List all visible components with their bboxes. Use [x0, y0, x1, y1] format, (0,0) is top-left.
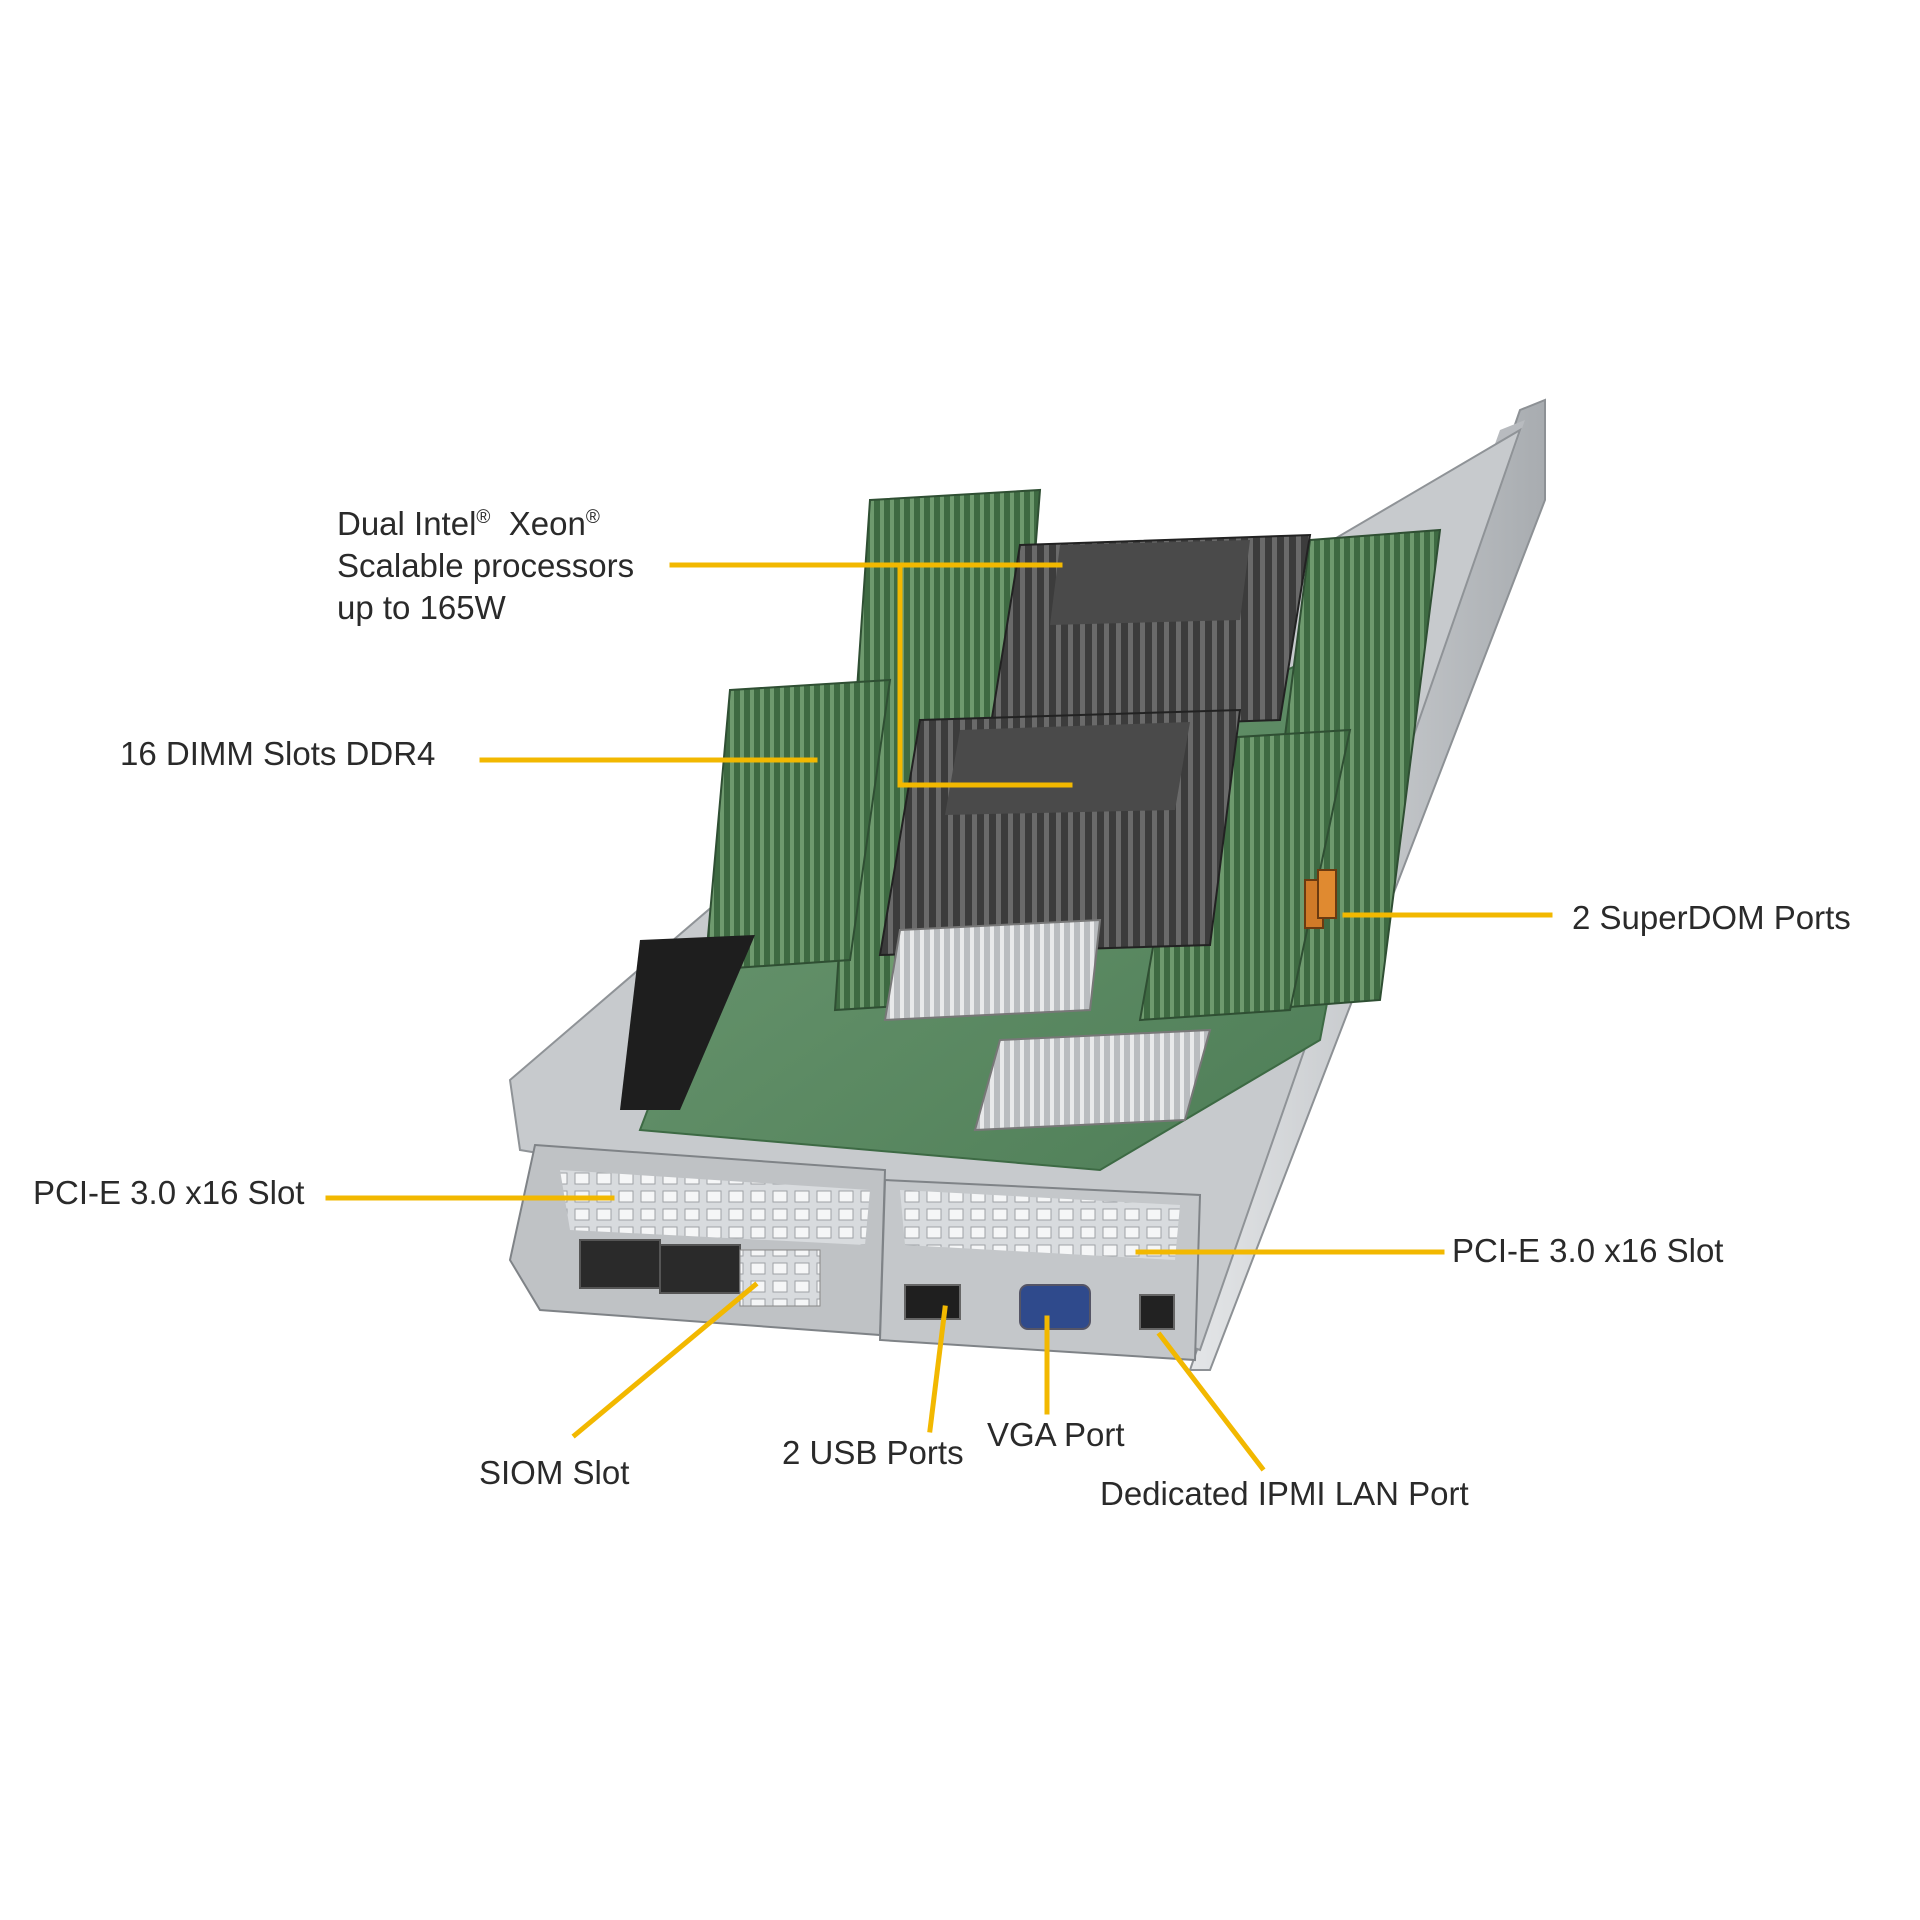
leader-siom — [571, 1281, 759, 1439]
registered-mark-xeon: ® — [585, 507, 600, 528]
cpu-text-intel: Dual Intel — [337, 505, 477, 542]
pcie-riser-slot — [620, 935, 755, 1110]
cpu-heatsink-rear — [988, 533, 1312, 732]
callout-cpu: Dual Intel® Xeon® Scalable processors up… — [337, 503, 634, 629]
callout-siom: SIOM Slot — [479, 1454, 630, 1491]
callout-vga: VGA Port — [987, 1416, 1125, 1453]
callout-superdom: 2 SuperDOM Ports — [1572, 899, 1851, 936]
leader-cpu-branch — [897, 562, 1073, 788]
vga-connector — [1019, 1284, 1091, 1330]
leader-lines — [325, 562, 1553, 1472]
lan-port-1 — [579, 1239, 661, 1289]
lan-port-2 — [659, 1244, 741, 1294]
chipset-heatsink — [973, 1028, 1212, 1132]
rear-bracket-left — [508, 1143, 887, 1337]
leader-ipmi — [1156, 1331, 1266, 1472]
cpu-text-scalable: Scalable processors — [337, 547, 635, 584]
rear-bracket-right — [878, 1178, 1202, 1362]
callout-pcie-right: PCI-E 3.0 x16 Slot — [1452, 1232, 1724, 1269]
dimm-bank-lower-left — [703, 678, 892, 972]
vrm-heatsink — [883, 918, 1102, 1022]
usb-ports — [904, 1284, 961, 1320]
callout-pcie-left: PCI-E 3.0 x16 Slot — [33, 1174, 305, 1211]
ipmi-lan-port — [1139, 1294, 1175, 1330]
callout-ipmi: Dedicated IPMI LAN Port — [1100, 1475, 1469, 1512]
cpu-text-xeon: Xeon — [508, 505, 586, 542]
superdom-connectors — [1304, 869, 1337, 929]
registered-mark-intel: ® — [476, 507, 491, 528]
callout-usb: 2 USB Ports — [782, 1434, 964, 1471]
cpu-text-tdp: up to 165W — [337, 589, 506, 626]
leader-usb — [927, 1305, 948, 1433]
callout-dimm: 16 DIMM Slots DDR4 — [120, 735, 436, 772]
cpu-heatsink-front — [878, 708, 1242, 957]
